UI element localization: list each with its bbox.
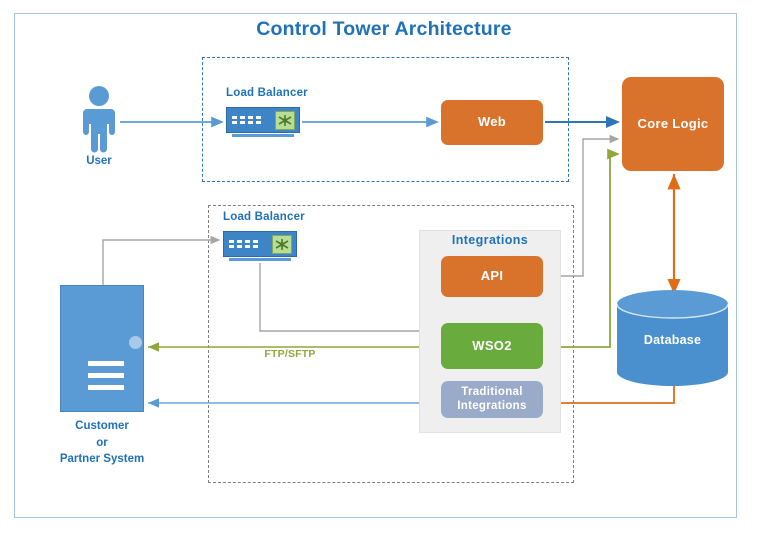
load-balancer-2-label: Load Balancer <box>223 211 305 223</box>
load-balancer-1[interactable]: Load Balancer <box>226 87 308 137</box>
load-balancer-2-base <box>229 258 291 261</box>
web-zone-boundary <box>202 57 569 182</box>
system-slot-2 <box>88 373 124 378</box>
node-traditional-integrations[interactable]: Traditional Integrations <box>441 381 543 418</box>
load-balancer-2[interactable]: Load Balancer <box>223 211 305 261</box>
edge-lb2-to-wso2 <box>259 263 439 336</box>
edge-wso2-to-corelogic <box>545 148 620 348</box>
system-slot-3 <box>88 385 124 390</box>
customer-partner-system-label: Customer or Partner System <box>42 418 162 468</box>
node-wso2[interactable]: WSO2 <box>441 323 543 369</box>
integrations-group-label: Integrations <box>451 233 529 247</box>
edge-label-ftp-sftp: FTP/SFTP <box>264 348 316 360</box>
network-switch-icon <box>272 235 292 254</box>
user-icon <box>83 86 115 153</box>
system-indicator-dot <box>129 336 142 349</box>
load-balancer-1-device-icon <box>226 107 300 133</box>
edge-database-to-traditional <box>547 384 675 409</box>
network-switch-icon <box>275 111 295 130</box>
page-title: Control Tower Architecture <box>256 18 512 40</box>
edge-api-to-corelogic <box>545 134 620 277</box>
user-label: User <box>86 155 112 167</box>
database-icon[interactable] <box>617 290 728 386</box>
customer-label-line-1: Customer <box>75 420 129 432</box>
edge-customer-to-lb2 <box>102 235 221 285</box>
node-core-logic[interactable]: Core Logic <box>622 77 724 171</box>
customer-partner-system-icon[interactable] <box>60 285 144 412</box>
system-slot-1 <box>88 361 124 366</box>
load-balancer-1-base <box>232 134 294 137</box>
diagram-frame <box>14 13 737 518</box>
load-balancer-1-label: Load Balancer <box>226 87 308 99</box>
customer-label-line-2: or <box>96 436 108 449</box>
load-balancer-2-device-icon <box>223 231 297 257</box>
database-label: Database <box>643 333 702 347</box>
customer-label-line-3: Partner System <box>59 453 145 466</box>
node-api[interactable]: API <box>441 256 543 297</box>
node-web[interactable]: Web <box>441 100 543 145</box>
